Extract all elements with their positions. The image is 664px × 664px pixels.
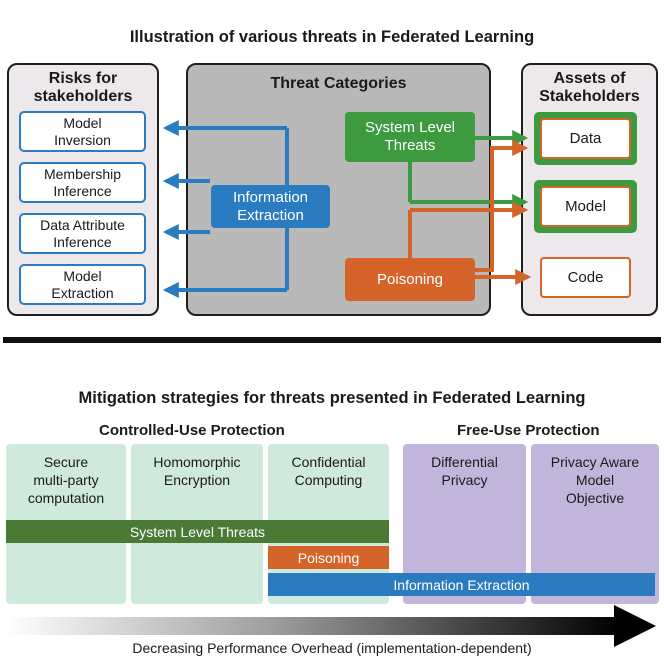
asset-code: Code	[540, 257, 631, 298]
mitigation-title: Mitigation strategies for threats presen…	[78, 389, 586, 407]
overhead-label: Decreasing Performance Overhead (impleme…	[132, 640, 532, 656]
bar-system-level-threats: System Level Threats	[6, 520, 389, 543]
bar-information-extraction: Information Extraction	[268, 573, 655, 596]
risks-panel-title: Risks for stakeholders	[33, 70, 133, 105]
asset-data: Data	[540, 118, 631, 159]
poisoning-box: Poisoning	[345, 258, 475, 301]
free-use-label: Free-Use Protection	[457, 422, 600, 439]
controlled-use-label: Controlled-Use Protection	[99, 422, 285, 439]
asset-model: Model	[540, 186, 631, 227]
threat-categories-title: Threat Categories	[270, 75, 407, 92]
bar-poisoning: Poisoning	[268, 546, 389, 569]
section-divider	[3, 337, 661, 343]
assets-panel-title: Assets of Stakeholders	[539, 70, 640, 105]
arrow-poison-to-data	[475, 140, 529, 272]
threats-title: Illustration of various threats in Feder…	[129, 28, 535, 46]
